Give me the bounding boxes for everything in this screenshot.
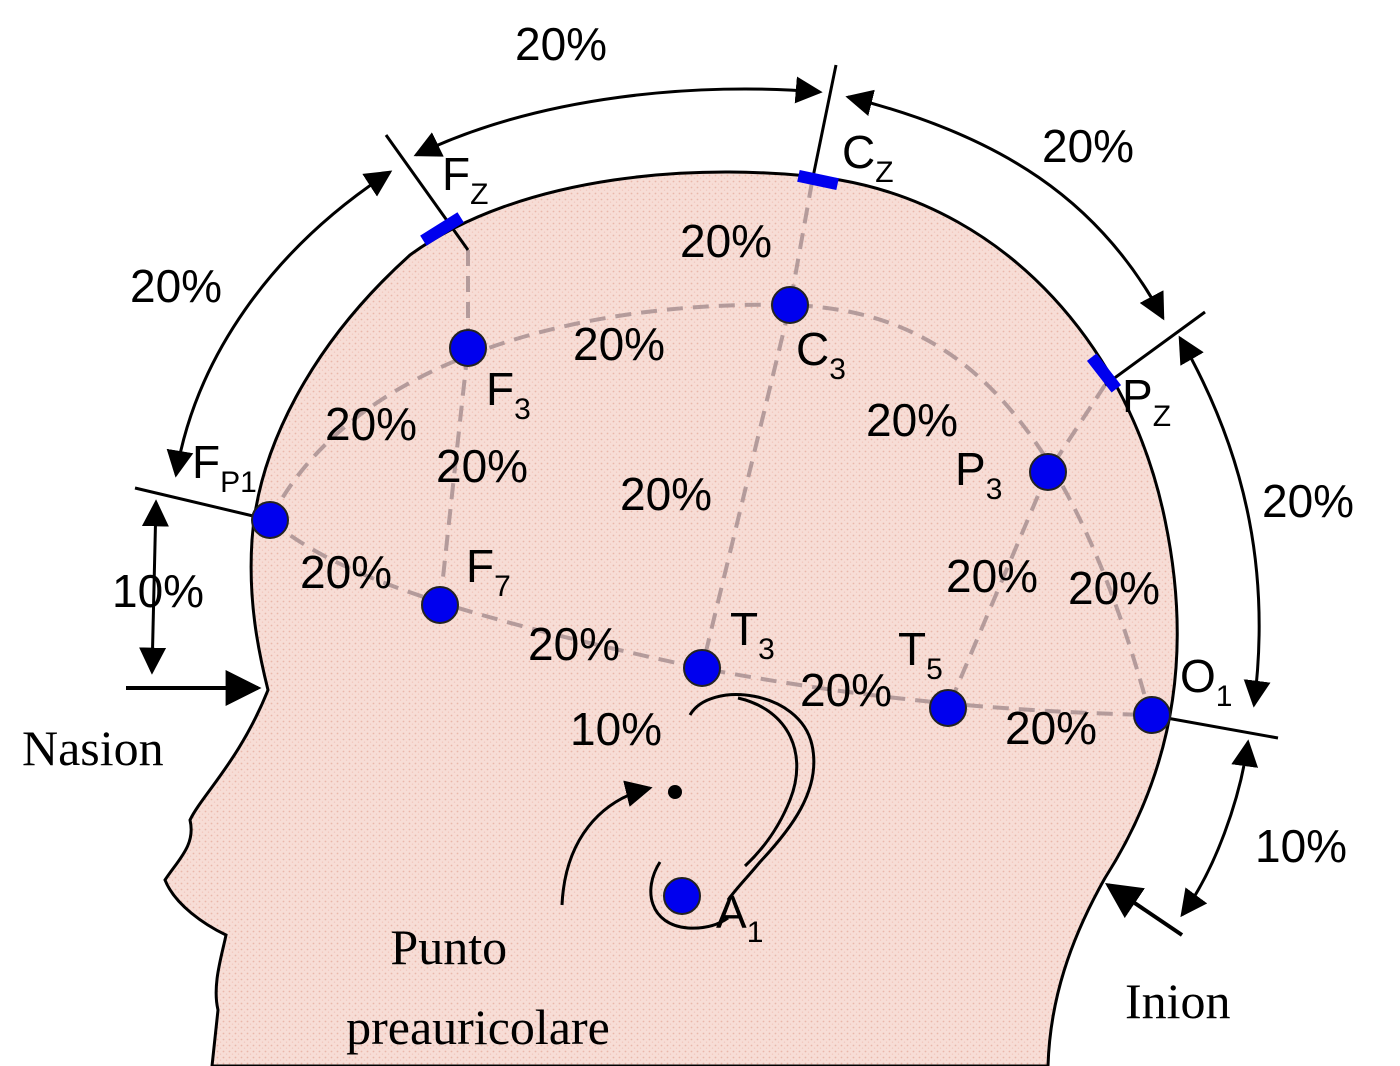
landmark-inion: Inion	[1125, 973, 1231, 1029]
electrode-label-t3: T3	[730, 603, 775, 666]
percent-t5-o1: 20%	[1005, 702, 1097, 754]
percent-f3-f7: 20%	[436, 440, 528, 492]
electrode-fz-marker	[420, 212, 464, 246]
electrode-f3-dot	[449, 329, 487, 367]
electrode-label-fz: FZ	[442, 148, 488, 211]
electrode-label-p3: P3	[955, 443, 1002, 506]
percent-p3-o1: 20%	[1068, 562, 1160, 614]
arc-arrows	[139, 76, 1271, 918]
percent-nasion-fp1: 10%	[112, 565, 204, 617]
electrode-label-o1: O1	[1180, 650, 1232, 713]
electrode-t3-dot	[683, 649, 721, 687]
ear-outline	[688, 693, 816, 901]
preauricular-line-1: Punto	[390, 919, 507, 975]
electrode-cz-marker	[797, 169, 839, 191]
electrode-labels: FZ CZ PZ FP1 F3 C3 P3 F7 T3 T5 O1 A1	[192, 126, 1232, 949]
electrode-t5-dot	[929, 689, 967, 727]
percent-left-fp1-fz: 20%	[130, 260, 222, 312]
electrode-dots	[251, 286, 1171, 915]
percent-right-pz-o1: 20%	[1262, 475, 1354, 527]
percent-c3-p3: 20%	[866, 394, 958, 446]
electrode-label-pz: PZ	[1122, 370, 1171, 433]
electrode-f7-dot	[421, 586, 459, 624]
electrode-label-c3: C3	[796, 323, 846, 386]
electrode-c3-dot	[771, 286, 809, 324]
percent-labels: 20% 20% 20% 20% 10% 10% 20% 20% 20% 20% …	[112, 18, 1354, 872]
landmark-nasion: Nasion	[22, 720, 164, 776]
percent-top-cz-pz: 20%	[1042, 120, 1134, 172]
percent-t3-preauricular: 10%	[570, 703, 662, 755]
electrode-label-t5: T5	[898, 623, 943, 686]
percent-fp1-f3: 20%	[325, 398, 417, 450]
percent-inion-o1: 10%	[1255, 820, 1347, 872]
electrode-label-f3: F3	[486, 363, 531, 426]
percent-c3-t3: 20%	[620, 468, 712, 520]
percent-p3-t5: 20%	[946, 550, 1038, 602]
landmark-arrows	[126, 670, 1184, 937]
electrode-p3-dot	[1029, 453, 1067, 491]
percent-cz-c3: 20%	[680, 215, 772, 267]
ear-inner	[737, 696, 799, 868]
percent-top-fz-cz: 20%	[515, 18, 607, 70]
electrode-pz-marker	[1086, 353, 1122, 393]
electrode-o1-dot	[1133, 696, 1171, 734]
electrode-label-fp1: FP1	[192, 436, 257, 499]
preauricular-line-2: preauricolare	[346, 999, 610, 1055]
electrode-label-cz: CZ	[842, 126, 894, 189]
electrode-a1-dot	[663, 877, 701, 915]
percent-f3-c3: 20%	[573, 318, 665, 370]
ear-lobe	[649, 861, 729, 930]
percent-fp1-f7: 20%	[300, 546, 392, 598]
electrode-label-a1: A1	[716, 886, 763, 949]
electrode-label-f7: F7	[466, 540, 511, 603]
head-silhouette	[163, 170, 1179, 1066]
percent-f7-t3: 20%	[528, 618, 620, 670]
landmark-preauricular: Punto preauricolare	[346, 919, 610, 1055]
electrode-fp1-dot	[251, 501, 289, 539]
preauricular-point	[668, 785, 682, 799]
tick-lines	[134, 64, 1279, 740]
percent-t3-t5: 20%	[800, 664, 892, 716]
